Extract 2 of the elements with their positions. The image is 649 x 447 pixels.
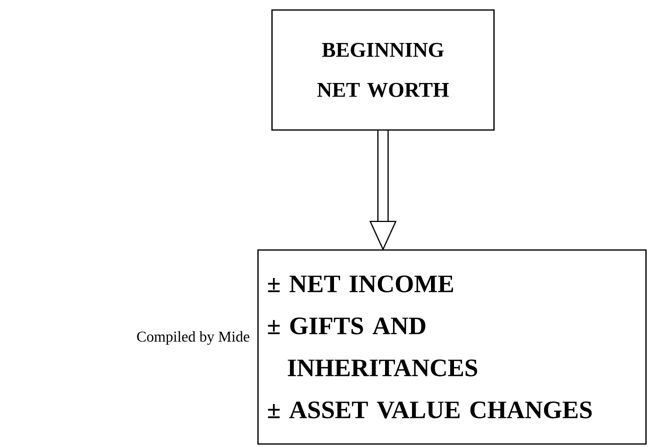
text-box: ± NET INCOME ± GIFTS AND INHERITANCES ± ASSET VALUE CHANGES bbox=[257, 249, 647, 445]
text-box: BEGINNING NET WORTH bbox=[271, 9, 495, 131]
